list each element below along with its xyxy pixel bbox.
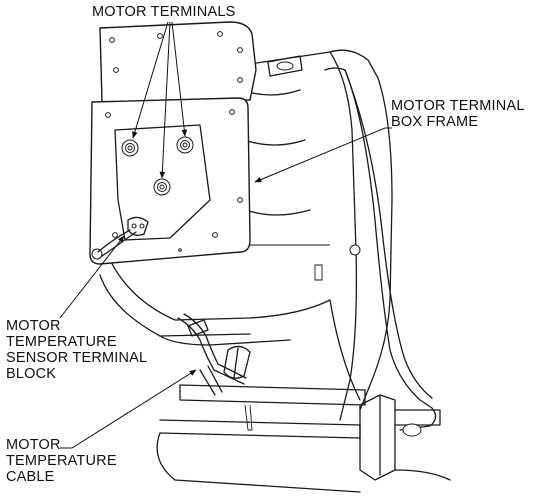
cable-label-line3: CABLE bbox=[6, 469, 55, 485]
motor-temperature-cable-label: MOTOR TEMPERATURE CABLE bbox=[6, 437, 117, 485]
cable-label-line2: TEMPERATURE bbox=[6, 453, 117, 469]
sensor-label-line4: BLOCK bbox=[6, 366, 57, 382]
sensor-label-line1: MOTOR bbox=[6, 318, 61, 334]
motor-housing bbox=[99, 49, 393, 421]
motor-terminal-box-frame-label: MOTOR TERMINAL BOX FRAME bbox=[391, 98, 525, 130]
leader-lines bbox=[59, 21, 392, 449]
frame-label-line2: BOX FRAME bbox=[391, 114, 479, 130]
motor-terminals-label: MOTOR TERMINALS bbox=[92, 4, 235, 20]
sensor-label-line2: TEMPERATURE bbox=[6, 334, 117, 350]
motor-terminals-text: MOTOR TERMINALS bbox=[92, 4, 236, 20]
cable-label-line1: MOTOR bbox=[6, 437, 61, 453]
terminal-box-top-plate bbox=[99, 21, 257, 103]
sensor-label-line3: SENSOR TERMINAL bbox=[6, 350, 148, 366]
terminal-stud-left bbox=[121, 139, 139, 157]
motor-temperature-sensor-terminal-block-label: MOTOR TEMPERATURE SENSOR TERMINAL BLOCK bbox=[6, 318, 147, 382]
terminal-stud-center bbox=[153, 178, 171, 196]
motor-base-frame bbox=[156, 384, 451, 493]
frame-label-line1: MOTOR TERMINAL bbox=[391, 98, 525, 114]
terminal-stud-right bbox=[176, 136, 194, 154]
temperature-cable bbox=[177, 313, 251, 396]
sensor-wires bbox=[97, 229, 137, 257]
motor-shroud bbox=[324, 67, 437, 431]
